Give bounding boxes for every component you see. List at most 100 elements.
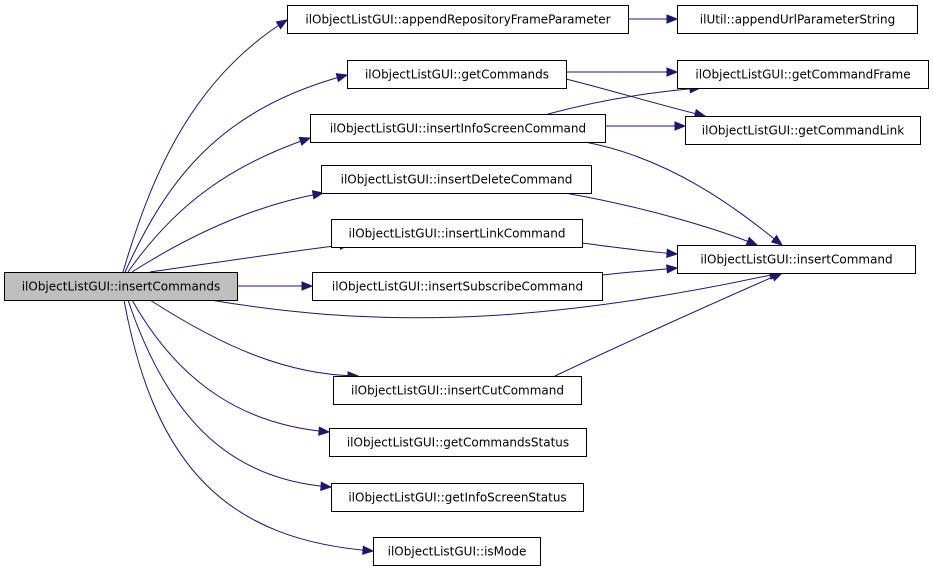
arrowhead-icon [666,67,679,77]
arrowhead-icon [666,14,679,24]
arrowhead-icon [666,248,679,258]
edge-line [564,192,758,246]
edge-line [547,87,701,115]
edge-root-to-getCommandsStatus [131,299,331,436]
arrowhead-icon [666,264,679,274]
edge-line [601,267,678,276]
edge-root-to-insertLink [149,240,352,273]
node-label: ilObjectListGUI::getCommandsStatus [347,436,569,450]
edge-line [149,243,351,273]
edge-appendRepo-to-appendUrl [628,14,679,24]
edge-root-to-appendRepo [122,19,289,273]
edge-getCommands-to-getCommandFrame [566,67,679,77]
node-insertCut[interactable]: ilObjectListGUI::insertCutCommand [333,376,582,405]
edge-line [209,272,781,319]
node-label: ilObjectListGUI::insertCommands [22,280,221,294]
node-box [329,428,587,457]
arrowhead-icon [770,272,784,282]
node-label: ilObjectListGUI::insertInfoScreenCommand [330,122,586,136]
edge-insertSubscribe-to-insertCommand [601,264,679,276]
edge-line [584,141,783,246]
node-getCommandFrame[interactable]: ilObjectListGUI::getCommandFrame [677,60,929,89]
arrowhead-icon [301,281,314,291]
node-label: ilObjectListGUI::insertLinkCommand [349,227,566,241]
node-box [310,114,606,143]
node-box [333,376,582,405]
node-box [4,272,238,301]
node-insertCommand[interactable]: ilObjectListGUI::insertCommand [677,245,916,274]
node-box [287,5,629,34]
edge-line [149,299,359,377]
edge-line [127,299,332,488]
edge-line [124,74,348,273]
edge-insertLink-to-insertCommand [581,242,679,258]
arrowhead-icon [674,121,687,131]
arrowhead-icon [311,190,325,200]
node-appendUrl[interactable]: ilUtil::appendUrlParameterString [677,5,918,34]
node-label: ilObjectListGUI::insertSubscribeCommand [332,280,583,294]
arrowhead-icon [298,136,312,146]
node-label: ilObjectListGUI::getCommandLink [702,124,904,138]
arrowhead-icon [275,19,289,30]
edge-root-to-getCommands [124,73,349,273]
node-insertDelete[interactable]: ilObjectListGUI::insertDeleteCommand [321,165,592,194]
node-insertLink[interactable]: ilObjectListGUI::insertLinkCommand [331,219,583,248]
node-label: ilObjectListGUI::appendRepositoryFramePa… [305,13,610,27]
edge-line [581,242,678,255]
edge-insertInfo-to-insertCommand [584,141,784,246]
edge-line [131,192,324,273]
arrowhead-icon [745,236,759,246]
node-box [373,537,541,566]
edge-root-to-insertCut [149,299,360,381]
arrowhead-icon [320,481,333,491]
root-node[interactable]: ilObjectListGUI::insertCommands [4,272,238,301]
node-box [331,219,583,248]
node-insertSubscribe[interactable]: ilObjectListGUI::insertSubscribeCommand [312,272,603,301]
edge-root-to-isMode [123,299,375,555]
edge-root-to-insertSubscribe [237,281,314,291]
node-label: ilObjectListGUI::isMode [388,545,527,559]
node-box [677,60,929,89]
node-getCommandsStatus[interactable]: ilObjectListGUI::getCommandsStatus [329,428,587,457]
nodes: ilObjectListGUI::insertCommandsilObjectL… [4,5,929,566]
arrowhead-icon [335,73,349,83]
node-box [347,60,567,89]
edge-line [123,299,374,552]
node-appendRepo[interactable]: ilObjectListGUI::appendRepositoryFramePa… [287,5,629,34]
edge-insertInfo-to-getCommandFrame [547,84,702,115]
arrowhead-icon [318,426,331,436]
node-box [677,5,918,34]
node-label: ilObjectListGUI::insertDeleteCommand [341,173,573,187]
edge-insertCut-to-insertCommand [554,272,784,377]
node-getCommands[interactable]: ilObjectListGUI::getCommands [347,60,567,89]
node-insertInfo[interactable]: ilObjectListGUI::insertInfoScreenCommand [310,114,606,143]
node-box [321,165,592,194]
edge-root-to-insertDelete [131,190,325,273]
edge-line [554,272,783,377]
edge-line [127,137,311,273]
edge-insertInfo-to-getCommandLink [605,121,687,131]
node-box [677,245,916,274]
node-box [312,272,603,301]
edge-line [122,19,288,273]
edge-root-to-getInfoScreenStatus [127,299,333,491]
arrowhead-icon [770,234,784,246]
node-label: ilObjectListGUI::getInfoScreenStatus [348,491,566,505]
node-box [685,116,921,145]
node-label: ilObjectListGUI::insertCommand [700,253,892,267]
node-label: ilObjectListGUI::getCommandFrame [695,68,910,82]
node-isMode[interactable]: ilObjectListGUI::isMode [373,537,541,566]
node-box [331,483,584,512]
node-label: ilObjectListGUI::insertCutCommand [351,384,564,398]
edge-line [131,299,330,433]
edge-line [565,78,706,117]
arrowhead-icon [362,545,375,555]
edge-root-to-insertInfo [127,136,312,273]
node-getCommandLink[interactable]: ilObjectListGUI::getCommandLink [685,116,921,145]
node-label: ilUtil::appendUrlParameterString [700,13,895,27]
node-label: ilObjectListGUI::getCommands [365,68,549,82]
edge-insertDelete-to-insertCommand [564,192,759,246]
edges [122,14,784,555]
node-getInfoScreenStatus[interactable]: ilObjectListGUI::getInfoScreenStatus [331,483,584,512]
